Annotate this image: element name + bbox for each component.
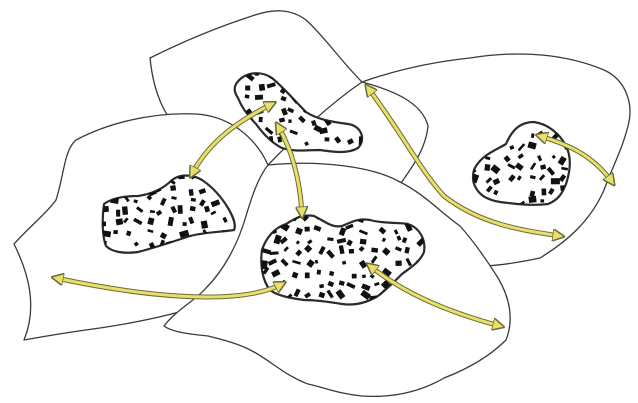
- speckle: [357, 119, 361, 125]
- speckle: [182, 222, 186, 226]
- speckle: [357, 106, 364, 111]
- speckle: [178, 205, 183, 214]
- speckle: [304, 227, 309, 232]
- speckle: [342, 117, 348, 123]
- speckle: [270, 251, 279, 255]
- speckle: [245, 86, 250, 91]
- speckle: [255, 95, 263, 100]
- speckle: [324, 137, 329, 141]
- speckle: [170, 185, 176, 191]
- speckle: [334, 104, 342, 112]
- speckle: [116, 218, 124, 225]
- speckle: [245, 94, 250, 98]
- speckle: [531, 133, 535, 138]
- speckle: [305, 273, 310, 279]
- speckle: [528, 196, 536, 203]
- speckle: [113, 230, 118, 234]
- speckle: [317, 270, 322, 275]
- speckle: [484, 164, 490, 171]
- speckle: [336, 114, 343, 122]
- speckle: [540, 199, 544, 202]
- speckle: [259, 117, 263, 122]
- speckle: [352, 274, 357, 279]
- speckle: [360, 239, 367, 245]
- speckle: [349, 249, 354, 254]
- speckle: [191, 198, 196, 202]
- speckle: [541, 189, 546, 196]
- speckle: [395, 260, 401, 266]
- speckle: [551, 178, 560, 184]
- speckle: [288, 119, 292, 123]
- speckle: [189, 189, 194, 196]
- speckle: [371, 247, 378, 252]
- speckle: [259, 84, 266, 91]
- speckle: [352, 92, 360, 98]
- speckle: [122, 206, 128, 215]
- speckle: [116, 210, 120, 217]
- speckle: [150, 210, 155, 213]
